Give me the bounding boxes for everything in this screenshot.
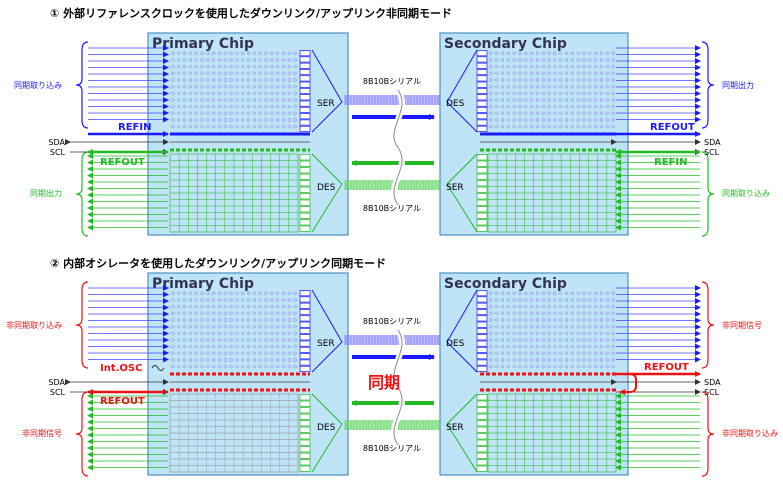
s2-left-out-label: 非同期信号 [22,428,62,438]
s1-secondary-ser-label: SER [446,183,464,193]
s1-primary-des-label: DES [317,183,336,193]
s1-right-out-label: 同期出力 [722,80,754,90]
s1-right-scl-label: SCL [704,148,720,157]
s1-primary-ser-funnel [311,49,343,133]
s1-secondary-rx-register [476,50,488,132]
s2-sync-label: 同期 [368,373,400,392]
s1-serial-break [393,89,403,206]
s1-left-out-label: 同期出力 [30,188,62,198]
s1-refout-right-label: REFOUT [650,122,695,133]
s1-refin-right-label: REFIN [654,157,687,168]
s2-secondary-rx-matrix [489,291,615,369]
s2-left-sda-label: SDA [48,378,65,387]
s2-right-sda-label: SDA [704,378,721,387]
s1-secondary-chip-label: Secondary Chip [444,36,567,52]
s2-serial-top-label: 8B10Bシリアル [363,317,421,326]
s2-secondary-tx-register [476,394,488,472]
s1-serial-top-label: 8B10Bシリアル [363,77,421,86]
s2-right-in-label: 非同期取り込み [722,428,778,438]
s1-right-in-label: 同期取り込み [722,189,770,198]
s1-left-sda-label: SDA [48,138,65,147]
s2-int-osc-label: Int.OSC [100,363,142,374]
s2-secondary-des-funnel [446,289,478,373]
s1-secondary-des-label: DES [446,99,465,109]
s2-secondary-ser-funnel [446,393,478,473]
s2-secondary-rx-register [476,290,488,372]
section1-title: ① 外部リファレンスクロックを使用したダウンリンク/アップリンク非同期モード [50,7,452,20]
s1-primary-tx-matrix [171,51,297,129]
s1-primary-des-funnel [311,153,343,233]
s2-primary-ser-funnel [311,289,343,373]
s1-left-top-brace [75,41,89,129]
s2-refout-right-label: REFOUT [644,362,689,373]
s1-secondary-ser-funnel [446,153,478,233]
s1-left-bottom-brace [75,151,89,237]
s1-serial-down-band [344,95,440,105]
s2-primary-ser-label: SER [317,339,335,349]
s1-secondary-des-funnel [446,49,478,133]
s1-primary-ser-label: SER [317,99,335,109]
s2-primary-des-funnel [311,393,343,473]
s2-right-out-label: 非同期信号 [722,320,762,330]
s2-primary-des-label: DES [317,423,336,433]
s2-primary-chip-label: Primary Chip [152,276,254,292]
s1-secondary-rx-matrix [489,51,615,129]
s2-refout-loop [616,373,637,395]
s2-secondary-tx-matrix [487,393,617,473]
s1-secondary-tx-register [476,154,488,232]
s2-serial-bottom-label: 8B10Bシリアル [363,444,421,453]
s2-right-bottom-brace [701,391,715,477]
s1-primary-rx-register [299,154,311,232]
s2-refout-left-label: REFOUT [100,396,145,407]
s1-serial-bottom-label: 8B10Bシリアル [363,204,421,213]
s2-primary-tx-register [299,290,311,372]
s2-primary-rx-matrix [169,393,299,473]
s2-left-in-label: 非同期取り込み [6,320,62,330]
s2-left-top-brace [75,281,89,369]
s2-left-scl-label: SCL [50,388,66,397]
s1-refin-left-label: REFIN [118,122,151,133]
s2-secondary-ser-label: SER [446,423,464,433]
s1-left-in-label: 同期取り込み [14,81,62,90]
s2-serial-break [393,329,403,446]
s1-primary-chip-label: Primary Chip [152,36,254,52]
s2-left-bottom-brace [75,391,89,477]
s2-osc-wave-icon [151,365,165,371]
s1-refout-left-label: REFOUT [100,157,145,168]
s2-secondary-des-label: DES [446,339,465,349]
s1-right-sda-label: SDA [704,138,721,147]
s2-serial-down-band [344,335,440,345]
s2-right-top-brace [701,281,715,369]
s1-right-bottom-brace [701,151,715,237]
s1-left-scl-label: SCL [50,148,66,157]
section2-title: ② 内部オシレータを使用したダウンリンク/アップリンク同期モード [50,257,387,270]
s2-secondary-chip-label: Secondary Chip [444,276,567,292]
s1-primary-tx-register [299,50,311,132]
s1-secondary-tx-matrix [487,153,617,233]
s2-primary-rx-register [299,394,311,472]
s1-right-top-brace [701,41,715,129]
s2-right-scl-label: SCL [704,388,720,397]
s1-primary-rx-matrix [169,153,299,233]
s2-primary-tx-matrix [171,291,297,369]
